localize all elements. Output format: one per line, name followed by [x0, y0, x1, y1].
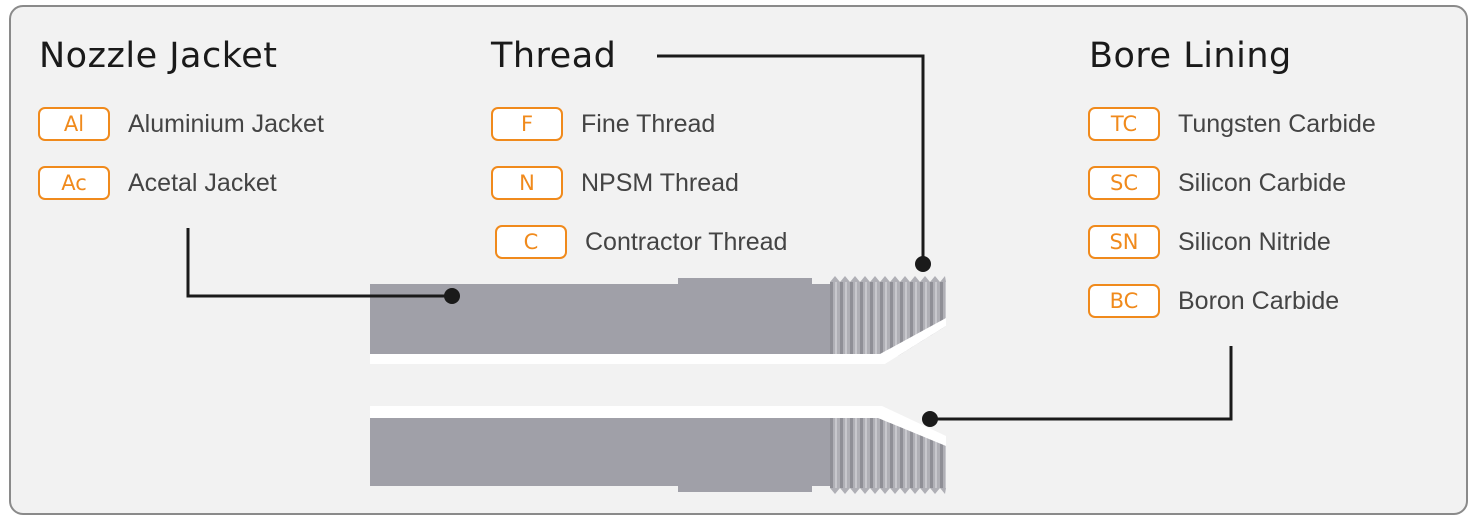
code-badge: SN [1088, 225, 1160, 259]
leader-lines [186, 54, 1233, 421]
code-badge: Ac [38, 166, 110, 200]
jacket-body-lower [370, 418, 830, 492]
thread-leader-line [657, 54, 925, 264]
option-contractor-thread: C Contractor Thread [495, 225, 787, 259]
option-silicon-carbide: SC Silicon Carbide [1088, 166, 1346, 200]
nozzle-lower-half [370, 406, 946, 494]
bore-lining-lower [370, 406, 946, 446]
jacket-body-upper [370, 278, 830, 356]
thread-leader-dot [915, 256, 931, 272]
bore-lining-heading: Bore Lining [1089, 36, 1292, 76]
option-npsm-thread: N NPSM Thread [491, 166, 739, 200]
bore-leader-dot [922, 411, 938, 427]
thread-section-lower [830, 418, 946, 488]
option-label: Boron Carbide [1178, 286, 1340, 315]
option-label: Silicon Carbide [1178, 168, 1347, 197]
option-label: Aluminium Jacket [128, 109, 324, 138]
code-badge: F [491, 107, 563, 141]
code-badge: SC [1088, 166, 1160, 200]
nozzle-upper-half [370, 276, 946, 364]
nozzle-jacket-heading: Nozzle Jacket [39, 36, 278, 76]
jacket-leader-dot [444, 288, 460, 304]
jacket-leader-line [186, 228, 452, 298]
code-badge: BC [1088, 284, 1160, 318]
option-silicon-nitride: SN Silicon Nitride [1088, 225, 1331, 259]
nozzle-tip-upper [885, 326, 946, 364]
code-badge: Al [38, 107, 110, 141]
option-label: Acetal Jacket [128, 168, 277, 197]
bore-leader-line [930, 346, 1233, 421]
option-label: Silicon Nitride [1178, 227, 1331, 256]
thread-teeth-lower [830, 488, 946, 494]
option-label: Fine Thread [581, 109, 716, 138]
option-fine-thread: F Fine Thread [491, 107, 715, 141]
thread-teeth-upper [830, 276, 946, 282]
option-aluminium-jacket: Al Aluminium Jacket [38, 107, 324, 141]
option-boron-carbide: BC Boron Carbide [1088, 284, 1339, 318]
bore-lining-upper [370, 318, 946, 364]
code-badge: TC [1088, 107, 1160, 141]
option-label: NPSM Thread [581, 168, 739, 197]
option-label: Contractor Thread [585, 227, 788, 256]
code-badge: N [491, 166, 563, 200]
thread-heading: Thread [491, 36, 617, 76]
option-acetal-jacket: Ac Acetal Jacket [38, 166, 277, 200]
option-tungsten-carbide: TC Tungsten Carbide [1088, 107, 1376, 141]
option-label: Tungsten Carbide [1178, 109, 1376, 138]
code-badge: C [495, 225, 567, 259]
